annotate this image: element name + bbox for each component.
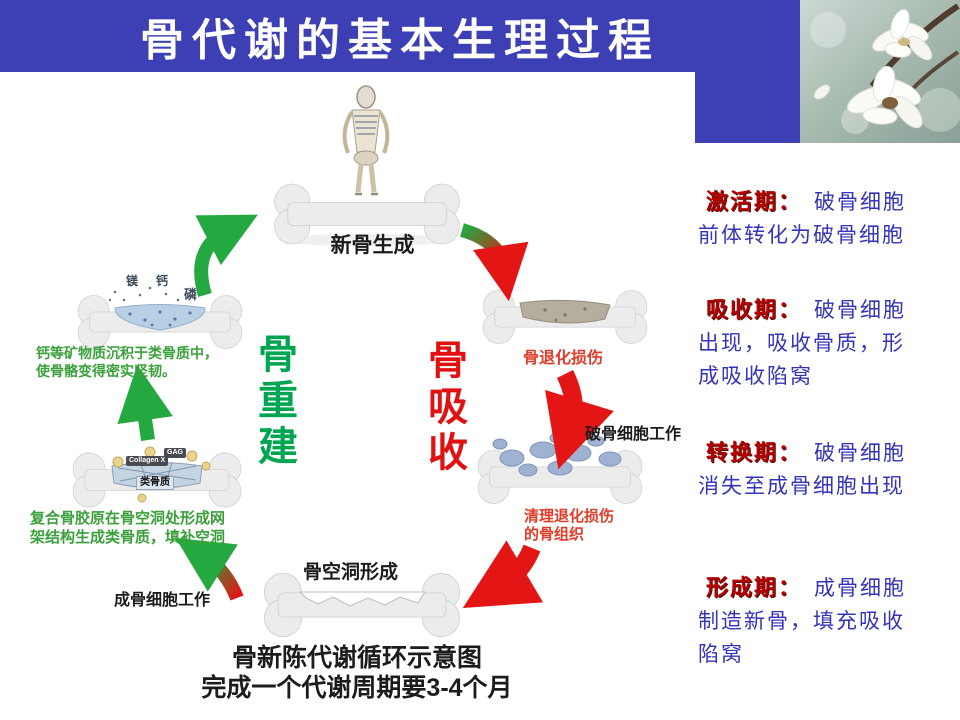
arrow-up-left-gradient-icon: [175, 537, 244, 601]
phase-reversal-term: 转换期：: [706, 440, 803, 466]
note-collagen-line2: 架结构生成类骨质，填补空洞: [30, 529, 226, 546]
note-collagen-line1: 复合骨胶原在骨空洞处形成网: [30, 510, 226, 527]
phase-resorption-term: 吸收期：: [706, 297, 803, 323]
mineral-deposit-icon: [108, 283, 206, 331]
header-banner-side: [695, 0, 800, 143]
magnolia-photo: [800, 0, 960, 143]
blossom-top: [872, 9, 933, 61]
cycle-diagram: [72, 85, 648, 638]
degraded-patch-icon: [519, 299, 611, 324]
arrow-up-right-green-icon: [194, 214, 258, 298]
cavity-notch-icon: [298, 591, 426, 607]
label-osteoblast-work: 成骨细胞工作: [114, 592, 211, 609]
tag-gag: GAG: [164, 448, 186, 458]
phase-reversal-desc: 破骨细胞消失至成骨细胞出现: [698, 441, 907, 498]
phase-formation-desc: 成骨细胞制造新骨，填充吸收陷窝: [698, 576, 907, 666]
label-bone-resorption: 骨吸收: [422, 339, 466, 477]
arrow-down-left-red-icon: [462, 540, 544, 608]
label-mineral-ca: 钙: [156, 274, 169, 288]
label-osteoclast-work: 破骨细胞工作: [585, 426, 682, 443]
label-new-bone: 新骨生成: [330, 234, 415, 257]
collagen-mesh-icon: [111, 446, 211, 503]
phase-activation-term: 激活期：: [706, 189, 803, 215]
arrow-down-right-gradient-icon: [459, 223, 529, 302]
phase-activation-desc: 破骨细胞前体转化为破骨细胞: [698, 190, 907, 247]
tag-collagen: Collagen X: [126, 456, 169, 466]
phase-reversal: 转换期：破骨细胞消失至成骨细胞出现: [698, 437, 918, 503]
phase-formation-term: 形成期：: [706, 575, 803, 601]
label-clear-damage-line1: 清理退化损伤: [524, 508, 615, 525]
phase-activation: 激活期：破骨细胞前体转化为破骨细胞: [698, 186, 918, 252]
phase-resorption: 吸收期：破骨细胞出现，吸收骨质，形成吸收陷窝: [698, 294, 918, 393]
label-cavity-formation: 骨空洞形成: [303, 562, 399, 583]
phase-formation: 形成期：成骨细胞制造新骨，填充吸收陷窝: [698, 572, 918, 671]
caption-line1: 骨新陈代谢循环示意图: [231, 644, 482, 672]
arrow-up-green-icon: [117, 364, 173, 441]
page-title: 骨代谢的基本生理过程: [140, 15, 660, 66]
caption-line2: 完成一个代谢周期要3-4个月: [201, 674, 513, 702]
phase-resorption-desc: 破骨细胞出现，吸收骨质，形成吸收陷窝: [698, 298, 907, 388]
skeleton-figure-icon: [342, 85, 390, 196]
magnolia-illustration: [800, 0, 960, 143]
label-bone-remodeling: 骨重建: [252, 333, 296, 471]
label-mineral-mg: 镁: [126, 274, 139, 288]
note-mineralization-line1: 钙等矿物质沉积于类骨质中，: [36, 345, 218, 361]
label-clear-damage-line2: 的骨组织: [524, 526, 585, 543]
note-mineralization-line2: 使骨骼变得密实坚韧。: [36, 363, 176, 379]
tag-osteoid: 类骨质: [136, 476, 174, 490]
header-banner: [0, 0, 800, 72]
label-mineral-p: 磷: [184, 287, 198, 302]
arrow-down-red-icon: [545, 369, 614, 470]
label-degraded-bone: 骨退化损伤: [523, 350, 604, 367]
blossom-bottom: [847, 65, 923, 129]
